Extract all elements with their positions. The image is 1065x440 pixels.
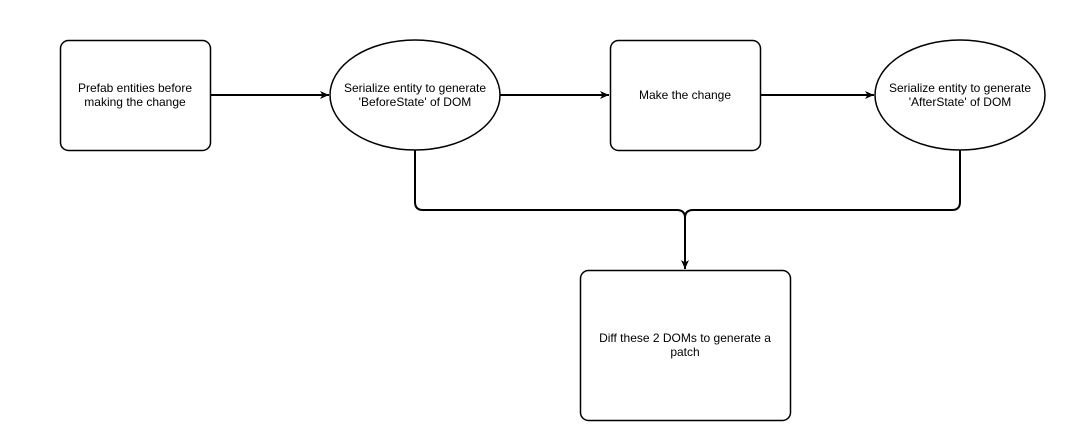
serialize-after-node: Serialize entity to generate 'AfterState… [875, 40, 1045, 150]
diff-node: Diff these 2 DOMs to generate a patch [580, 270, 790, 420]
connector-serialize-after-to-diff [684, 150, 961, 219]
serialize-before-node: Serialize entity to generate 'BeforeStat… [330, 40, 500, 150]
diff-box [579, 269, 792, 422]
serialize-after-label: Serialize entity to generate 'AfterState… [888, 81, 1032, 109]
prefab-node: Prefab entities before making the change [60, 40, 210, 150]
prefab-label: Prefab entities before making the change [77, 81, 193, 109]
serialize-before-label: Serialize entity to generate 'BeforeStat… [343, 81, 487, 109]
diff-label: Diff these 2 DOMs to generate a patch [599, 331, 771, 359]
make-change-box [609, 39, 762, 152]
make-change-label: Make the change [638, 88, 732, 102]
make-change-node: Make the change [610, 40, 760, 150]
prefab-box [59, 39, 212, 152]
connector-serialize-before-to-diff [414, 150, 689, 269]
